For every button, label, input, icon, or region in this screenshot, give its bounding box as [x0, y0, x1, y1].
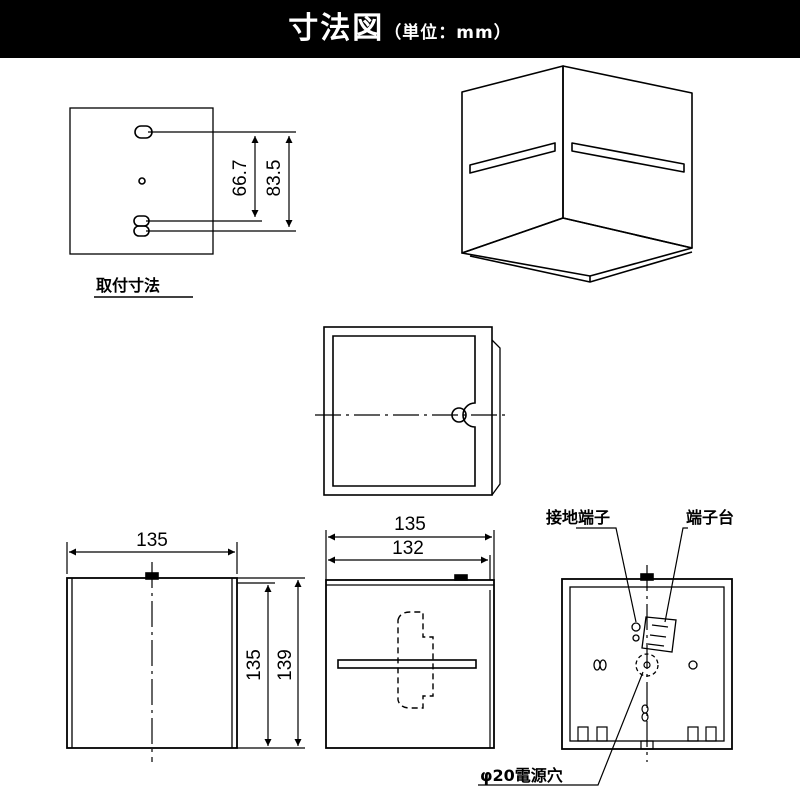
side-slot [337, 659, 477, 669]
dim-83-5: 83.5 [264, 160, 285, 197]
side-tab [454, 574, 468, 581]
dim-side-135: 135 [394, 514, 426, 535]
mounting-label: 取付寸法 [96, 276, 160, 295]
front-view [66, 542, 305, 762]
face-outer [323, 326, 493, 496]
label-terminal-block: 端子台 [686, 508, 734, 527]
face-view [315, 326, 508, 496]
mounting-plate [69, 107, 214, 255]
mounting-center-hole [138, 177, 146, 185]
side-body [325, 579, 495, 749]
isometric-view [461, 65, 693, 283]
mounting-slot-bottom-2 [133, 225, 150, 237]
power-hole [635, 653, 659, 677]
mounting-slot-top [134, 125, 153, 139]
dim-66-7: 66.7 [230, 160, 251, 197]
iso-right-slot [571, 142, 685, 173]
iso-left-face [461, 65, 564, 254]
iso-left-slot [469, 142, 556, 174]
mounting-view [69, 107, 296, 255]
side-view [325, 530, 495, 749]
iso-bottom [461, 217, 693, 277]
ground-terminal [631, 622, 641, 642]
back-hole-right [688, 660, 698, 670]
title-unit: （単位：mm） [384, 23, 512, 43]
dim-side-132: 132 [392, 538, 424, 559]
iso-right-face [562, 65, 693, 249]
dim-front-width: 135 [136, 530, 168, 551]
label-power-hole: φ20電源穴 [480, 766, 563, 785]
label-ground-terminal: 接地端子 [546, 508, 610, 527]
header-bar: 寸法図（単位：mm） [0, 0, 800, 58]
back-slot-left [593, 659, 607, 671]
dim-front-height-139: 139 [275, 649, 296, 681]
face-inner [332, 335, 476, 487]
title-main: 寸法図 [288, 11, 385, 46]
dim-front-height-135: 135 [244, 649, 265, 681]
side-terminal-outline [397, 611, 434, 709]
back-view [478, 527, 733, 786]
page-title: 寸法図（単位：mm） [0, 0, 800, 58]
